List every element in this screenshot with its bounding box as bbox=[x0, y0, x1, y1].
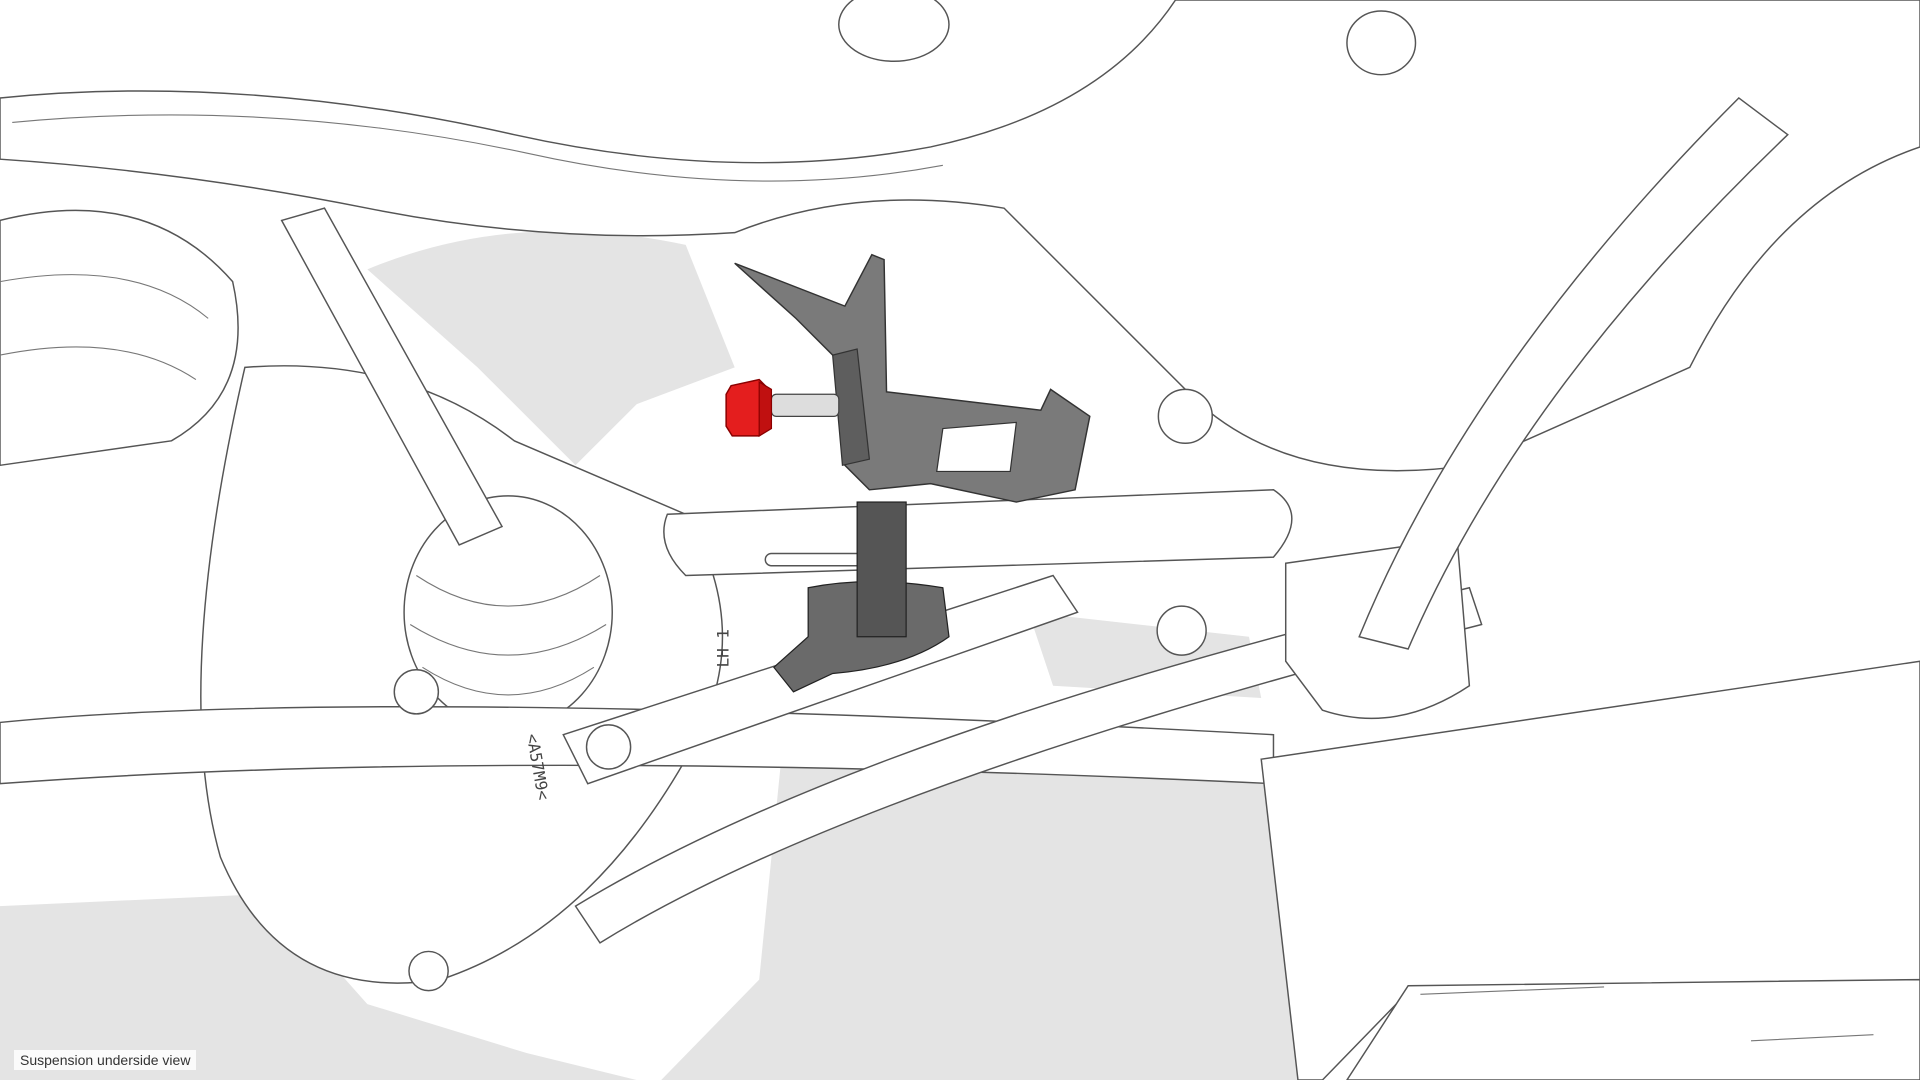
mount-boss bbox=[838, 0, 950, 62]
bolt-head bbox=[408, 950, 449, 992]
bracket-tab bbox=[831, 348, 871, 467]
illustration-caption: Suspension underside view bbox=[14, 1050, 197, 1070]
knuckle-stamp-text: LH 1 bbox=[714, 629, 733, 667]
stabilizer-bar bbox=[1358, 96, 1789, 650]
cv-boot-ribs bbox=[409, 575, 607, 696]
drive-shaft bbox=[280, 207, 504, 546]
tension-rod bbox=[574, 586, 1483, 944]
sensor-stem bbox=[856, 501, 907, 638]
bolt-head bbox=[1156, 605, 1207, 656]
spring-coil-line bbox=[0, 274, 209, 381]
skid-plate-edge bbox=[1420, 986, 1874, 1042]
stud bbox=[770, 393, 840, 417]
nut-flange bbox=[758, 380, 773, 437]
bolt-head bbox=[393, 669, 440, 715]
background-shade-center bbox=[367, 231, 735, 466]
bracket-window bbox=[936, 421, 1018, 473]
mounting-bracket bbox=[734, 253, 1091, 503]
subframe bbox=[0, 0, 1920, 472]
subframe-edge bbox=[12, 114, 943, 182]
background-shade-left bbox=[0, 893, 637, 1080]
bolt-head bbox=[1157, 388, 1213, 444]
background-shade-lower bbox=[661, 734, 1323, 1080]
upper-link bbox=[663, 489, 1293, 577]
skid-plate bbox=[1346, 978, 1920, 1080]
bolt-hole bbox=[1346, 10, 1417, 76]
coil-spring bbox=[0, 209, 239, 467]
bolt-head bbox=[585, 724, 632, 770]
